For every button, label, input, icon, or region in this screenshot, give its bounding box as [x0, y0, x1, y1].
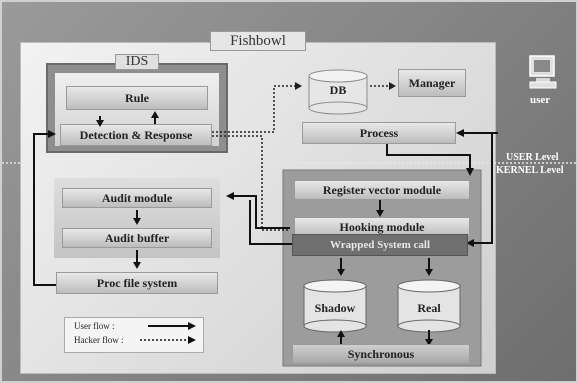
manager-box: Manager [398, 69, 466, 97]
synchronous-box: Synchronous [292, 344, 470, 364]
kernel-box [282, 169, 482, 367]
real-cylinder [397, 279, 461, 333]
real-label: Real [417, 300, 441, 315]
legend-arrows [140, 322, 196, 344]
user-flow-arrows [33, 114, 498, 346]
db-cylinder [308, 69, 368, 115]
legend-user-flow-label: User flow : [74, 321, 115, 331]
detection-response-box: Detection & Response [60, 124, 212, 146]
proc-file-system-box: Proc file system [56, 272, 218, 294]
wrapped-system-call-box: Wrapped System call [292, 234, 468, 256]
user-level-label: USER Level [506, 152, 559, 163]
hooking-module-box: Hooking module [294, 217, 470, 237]
ids-title: IDS [115, 54, 159, 70]
user-label: user [530, 94, 551, 106]
hacker-flow-arrows [212, 85, 392, 231]
fishbowl-title: Fishbowl [210, 31, 306, 51]
audit-buffer-box: Audit buffer [62, 228, 212, 248]
user-computer-icon [529, 55, 557, 89]
process-box: Process [302, 122, 456, 144]
audit-module-box: Audit module [62, 188, 212, 208]
db-label: DB [329, 82, 347, 97]
legend-hacker-flow-label: Hacker flow : [74, 335, 124, 345]
register-vector-module-box: Register vector module [294, 180, 470, 200]
legend-box [64, 317, 204, 353]
shadow-label: Shadow [314, 300, 356, 315]
shadow-cylinder [303, 279, 367, 333]
kernel-level-label: KERNEL Level [496, 165, 564, 176]
rule-box: Rule [66, 86, 208, 110]
